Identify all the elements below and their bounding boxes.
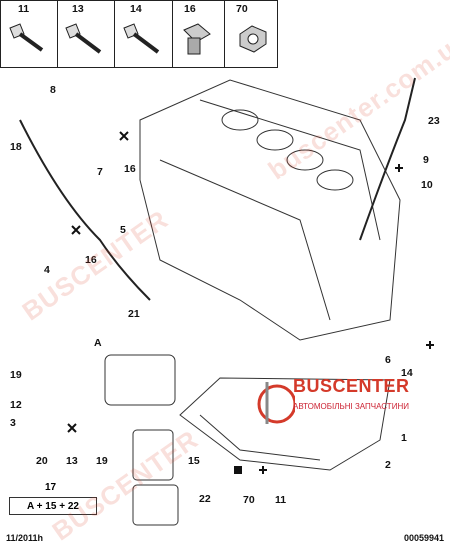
callout-1: 1	[401, 432, 407, 444]
callout-16b: 16	[85, 254, 97, 266]
callout-10: 10	[421, 179, 433, 191]
part-box-label-13: 13	[72, 3, 84, 15]
footer-date: 11/2011h	[6, 533, 44, 543]
callout-13: 13	[66, 455, 78, 467]
nut-icon-70	[239, 25, 267, 53]
engine-block	[139, 79, 401, 341]
part-box-label-70: 70	[236, 3, 248, 15]
callout-11: 11	[275, 494, 286, 506]
callout-23: 23	[428, 115, 440, 127]
cross-marks	[67, 131, 434, 474]
plug-icon-16	[183, 23, 211, 55]
callout-2: 2	[385, 459, 391, 471]
callout-5: 5	[120, 224, 126, 236]
callout-18: 18	[10, 141, 22, 153]
footer-ref: 00059941	[403, 533, 444, 543]
callout-12: 12	[10, 399, 22, 411]
dipstick-left	[19, 119, 151, 301]
callout-14: 14	[401, 367, 413, 379]
callout-15: 15	[188, 455, 200, 467]
callout-21: 21	[128, 308, 140, 320]
dipstick-right	[359, 77, 416, 241]
callout-16a: 16	[124, 163, 136, 175]
callout-9: 9	[423, 154, 429, 166]
callout-8: 8	[50, 84, 56, 96]
brand-watermark: BUSCENTER АВТОМОБІЛЬНІ ЗАПЧАСТИНИ	[255, 372, 435, 432]
bolt-icon-14	[123, 23, 160, 54]
part-box-70[interactable]	[224, 0, 278, 68]
legend-formula: A + 15 + 22	[9, 497, 97, 515]
brand-name: BUSCENTER	[293, 376, 410, 396]
legend-number: 17	[45, 482, 57, 493]
callout-7: 7	[97, 166, 103, 178]
part-box-label-16: 16	[184, 3, 196, 15]
oil-pan	[179, 377, 391, 471]
bolt-icon-13	[65, 23, 102, 54]
callout-70: 70	[243, 494, 255, 506]
oil-filter-housing	[104, 354, 179, 526]
brand-tagline: АВТОМОБІЛЬНІ ЗАПЧАСТИНИ	[293, 402, 409, 411]
callout-6: 6	[385, 354, 391, 366]
callout-20: 20	[36, 455, 48, 467]
brand-logo-icon	[257, 382, 295, 424]
part-box-label-14: 14	[130, 3, 142, 15]
callout-A: A	[94, 337, 102, 349]
callout-19b: 19	[96, 455, 108, 467]
bolt-icon-11	[9, 23, 44, 52]
callout-4: 4	[44, 264, 50, 276]
callout-19a: 19	[10, 369, 22, 381]
part-box-label-11: 11	[18, 3, 29, 15]
square-mark	[234, 466, 242, 474]
callout-3: 3	[10, 417, 16, 429]
callout-22: 22	[199, 493, 211, 505]
